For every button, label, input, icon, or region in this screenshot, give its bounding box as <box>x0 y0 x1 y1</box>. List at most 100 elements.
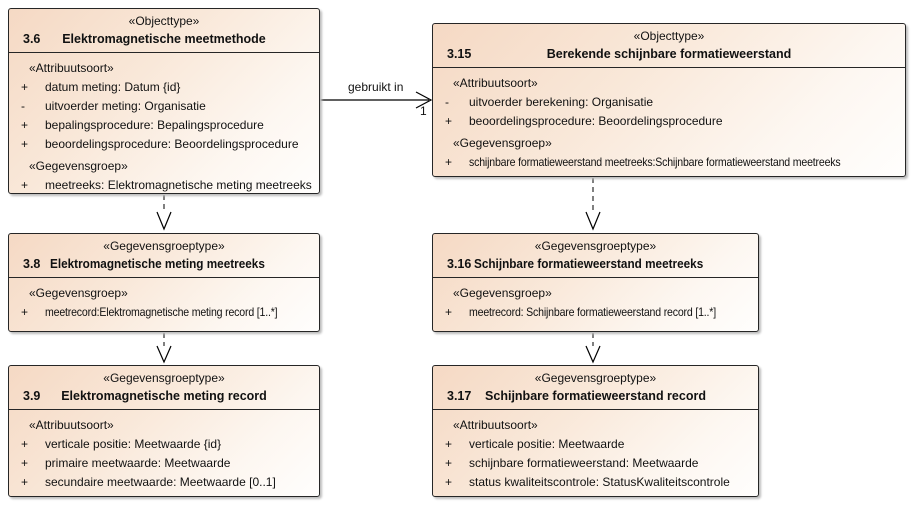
class-box-3-8[interactable]: «Gegevensgroeptype» 3.8 Elektromagnetisc… <box>8 233 320 332</box>
attribute-text: uitvoerder berekening: Organisatie <box>469 95 654 109</box>
attribute-row: + secundaire meetwaarde: Meetwaarde [0..… <box>17 473 315 492</box>
class-number: 3.15 <box>447 47 472 61</box>
attribute-row: + beoordelingsprocedure: Beoordelingspro… <box>441 112 901 131</box>
visibility-marker: - <box>21 99 25 113</box>
attribute-row: + status kwaliteitscontrole: StatusKwali… <box>441 473 754 492</box>
attribute-text: bepalingsprocedure: Bepalingsprocedure <box>45 118 264 132</box>
dependency-3-6-to-3-8[interactable] <box>156 195 172 231</box>
visibility-marker: + <box>21 475 29 489</box>
attribute-text: verticale positie: Meetwaarde {id} <box>45 437 222 451</box>
association-label: gebruikt in <box>348 80 404 94</box>
class-title: Schijnbare formatieweerstand meetreeks <box>473 257 703 271</box>
attribute-text: primaire meetwaarde: Meetwaarde <box>45 456 231 470</box>
section-header-gegevensgroep: «Gegevensgroep» <box>29 159 128 173</box>
attribute-row: + beoordelingsprocedure: Beoordelingspro… <box>17 135 315 154</box>
visibility-marker: + <box>21 137 29 151</box>
visibility-marker: + <box>21 80 29 94</box>
attribute-text: beoordelingsprocedure: Beoordelingsproce… <box>469 114 723 128</box>
attribute-text: uitvoerder meting: Organisatie <box>45 99 206 113</box>
attribute-text: meetrecord:Elektromagnetische meting rec… <box>45 305 278 319</box>
stereotype-label: «Gegevensgroeptype» <box>103 371 225 385</box>
class-title: Elektromagnetische meting record <box>61 389 267 403</box>
visibility-marker: + <box>21 437 29 451</box>
class-title-line: 3.16 Schijnbare formatieweerstand meetre… <box>433 255 758 274</box>
class-title-line: 3.9 Elektromagnetische meting record <box>9 387 319 406</box>
visibility-marker: + <box>21 305 29 319</box>
visibility-marker: + <box>445 305 453 319</box>
attribute-text: meetrecord: Schijnbare formatieweerstand… <box>469 305 716 319</box>
visibility-marker: + <box>445 456 453 470</box>
association-multiplicity: 1 <box>420 104 427 118</box>
section-header-gegevensgroep: «Gegevensgroep» <box>29 286 128 300</box>
section-header-attribuutsoort: «Attribuutsoort» <box>453 76 538 90</box>
section-header-attribuutsoort: «Attribuutsoort» <box>29 418 114 432</box>
class-box-3-15[interactable]: «Objecttype» 3.15 Berekende schijnbare f… <box>432 23 906 177</box>
class-number: 3.8 <box>23 257 41 271</box>
attribute-text: datum meting: Datum {id} <box>45 80 181 94</box>
stereotype-label: «Gegevensgroeptype» <box>103 239 225 253</box>
attribute-row: + meetrecord:Elektromagnetische meting r… <box>17 303 315 322</box>
class-box-3-9[interactable]: «Gegevensgroeptype» 3.9 Elektromagnetisc… <box>8 365 320 497</box>
class-number: 3.17 <box>447 389 472 403</box>
stereotype-label: «Gegevensgroeptype» <box>534 239 657 253</box>
class-body: «Attribuutsoort» + verticale positie: Me… <box>9 410 319 492</box>
association-gebruikt-in[interactable] <box>320 91 433 109</box>
visibility-marker: + <box>445 155 453 169</box>
attribute-row: + schijnbare formatieweerstand meetreeks… <box>441 153 901 172</box>
attribute-text: schijnbare formatieweerstand meetreeks:S… <box>469 155 841 169</box>
visibility-marker: + <box>21 178 29 192</box>
class-body: «Attribuutsoort» - uitvoerder berekening… <box>433 68 905 172</box>
class-body: «Gegevensgroep» + meetrecord: Schijnbare… <box>433 278 758 322</box>
class-number: 3.9 <box>23 389 41 403</box>
class-title: Elektromagnetische meetmethode <box>62 32 266 46</box>
section-header-gegevensgroep: «Gegevensgroep» <box>453 136 552 150</box>
section-header-attribuutsoort: «Attribuutsoort» <box>453 418 538 432</box>
visibility-marker: + <box>445 437 453 451</box>
dependency-3-16-to-3-17[interactable] <box>585 333 601 364</box>
attribute-text: meetreeks: Elektromagnetische meting mee… <box>45 178 312 192</box>
class-box-3-6[interactable]: «Objecttype» 3.6 Elektromagnetische meet… <box>8 8 320 194</box>
class-title-line: 3.15 Berekende schijnbare formatieweerst… <box>433 45 905 64</box>
attribute-row: + verticale positie: Meetwaarde {id} <box>17 435 315 454</box>
class-header: «Gegevensgroeptype» 3.17 Schijnbare form… <box>433 366 758 410</box>
section-header-attribuutsoort: «Attribuutsoort» <box>29 61 114 75</box>
class-box-3-16[interactable]: «Gegevensgroeptype» 3.16 Schijnbare form… <box>432 233 759 332</box>
class-box-3-17[interactable]: «Gegevensgroeptype» 3.17 Schijnbare form… <box>432 365 759 497</box>
visibility-marker: + <box>445 114 453 128</box>
stereotype-label: «Objecttype» <box>128 14 200 28</box>
dependency-3-8-to-3-9[interactable] <box>156 333 172 364</box>
visibility-marker: + <box>21 118 29 132</box>
attribute-text: secundaire meetwaarde: Meetwaarde [0..1] <box>45 475 276 489</box>
class-body: «Attribuutsoort» + datum meting: Datum {… <box>9 53 319 195</box>
attribute-row: + bepalingsprocedure: Bepalingsprocedure <box>17 116 315 135</box>
visibility-marker: + <box>445 475 453 489</box>
class-title-line: 3.17 Schijnbare formatieweerstand record <box>433 387 758 406</box>
attribute-row: - uitvoerder meting: Organisatie <box>17 97 315 116</box>
attribute-row: + meetrecord: Schijnbare formatieweersta… <box>441 303 754 322</box>
class-header: «Gegevensgroeptype» 3.8 Elektromagnetisc… <box>9 234 319 278</box>
visibility-marker: + <box>21 456 29 470</box>
attribute-text: beoordelingsprocedure: Beoordelingsproce… <box>45 137 299 151</box>
class-title: Schijnbare formatieweerstand record <box>485 389 706 403</box>
class-title-line: 3.6 Elektromagnetische meetmethode <box>9 30 319 49</box>
attribute-row: + primaire meetwaarde: Meetwaarde <box>17 454 315 473</box>
visibility-marker: - <box>445 95 449 109</box>
attribute-text: schijnbare formatieweerstand: Meetwaarde <box>469 456 699 470</box>
class-header: «Objecttype» 3.6 Elektromagnetische meet… <box>9 9 319 53</box>
class-number: 3.6 <box>23 32 41 46</box>
class-title: Elektromagnetische meting meetreeks <box>49 257 265 271</box>
class-title-line: 3.8 Elektromagnetische meting meetreeks <box>9 255 319 274</box>
class-header: «Gegevensgroeptype» 3.9 Elektromagnetisc… <box>9 366 319 410</box>
class-title: Berekende schijnbare formatieweerstand <box>546 47 792 61</box>
attribute-row: + schijnbare formatieweerstand: Meetwaar… <box>441 454 754 473</box>
attribute-text: status kwaliteitscontrole: StatusKwalite… <box>469 475 730 489</box>
dependency-3-15-to-3-16[interactable] <box>585 178 601 231</box>
class-body: «Gegevensgroep» + meetrecord:Elektromagn… <box>9 278 319 322</box>
attribute-row: + datum meting: Datum {id} <box>17 78 315 97</box>
class-header: «Gegevensgroeptype» 3.16 Schijnbare form… <box>433 234 758 278</box>
class-body: «Attribuutsoort» + verticale positie: Me… <box>433 410 758 492</box>
attribute-row: + verticale positie: Meetwaarde <box>441 435 754 454</box>
section-header-gegevensgroep: «Gegevensgroep» <box>453 286 552 300</box>
